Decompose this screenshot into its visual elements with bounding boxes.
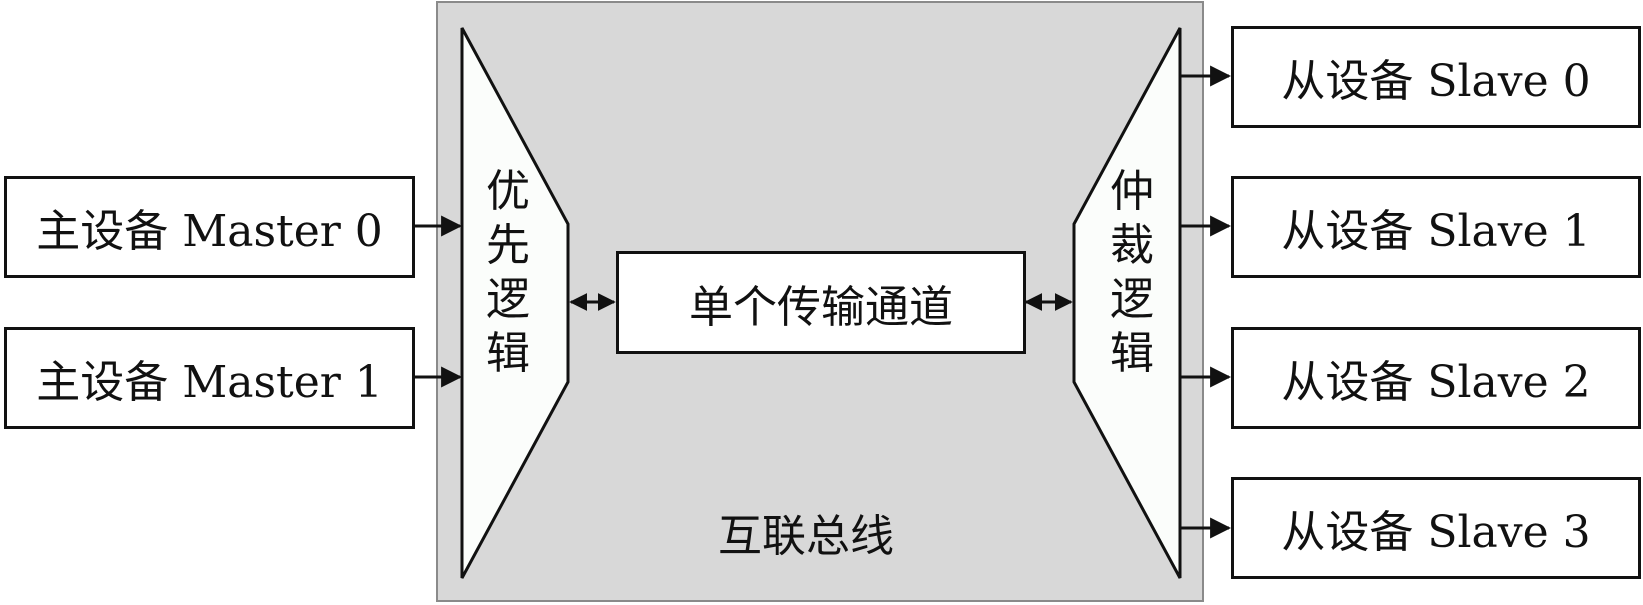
channel-box: 单个传输通道 <box>616 251 1026 354</box>
slave-0-box: 从设备 Slave 0 <box>1231 26 1641 128</box>
slave-3-box: 从设备 Slave 3 <box>1231 477 1641 579</box>
master-0-label: 主设备 Master 0 <box>36 206 383 257</box>
master-0-box: 主设备 Master 0 <box>4 176 415 278</box>
arbitration-logic-label: 仲裁逻辑 <box>1110 166 1154 379</box>
channel-label: 单个传输通道 <box>689 281 953 333</box>
priority-logic-label: 优先逻辑 <box>486 166 530 379</box>
slave-2-box: 从设备 Slave 2 <box>1231 327 1641 429</box>
priority-logic-block <box>460 27 570 579</box>
slave-2-label: 从设备 Slave 2 <box>1281 357 1591 408</box>
slave-3-label: 从设备 Slave 3 <box>1281 507 1591 558</box>
master-1-box: 主设备 Master 1 <box>4 327 415 429</box>
slave-0-label: 从设备 Slave 0 <box>1281 56 1591 107</box>
bus-label: 互联总线 <box>718 511 894 562</box>
arbitration-logic-block <box>1072 27 1182 579</box>
master-1-label: 主设备 Master 1 <box>36 357 383 408</box>
slave-1-box: 从设备 Slave 1 <box>1231 176 1641 278</box>
slave-1-label: 从设备 Slave 1 <box>1281 206 1591 257</box>
